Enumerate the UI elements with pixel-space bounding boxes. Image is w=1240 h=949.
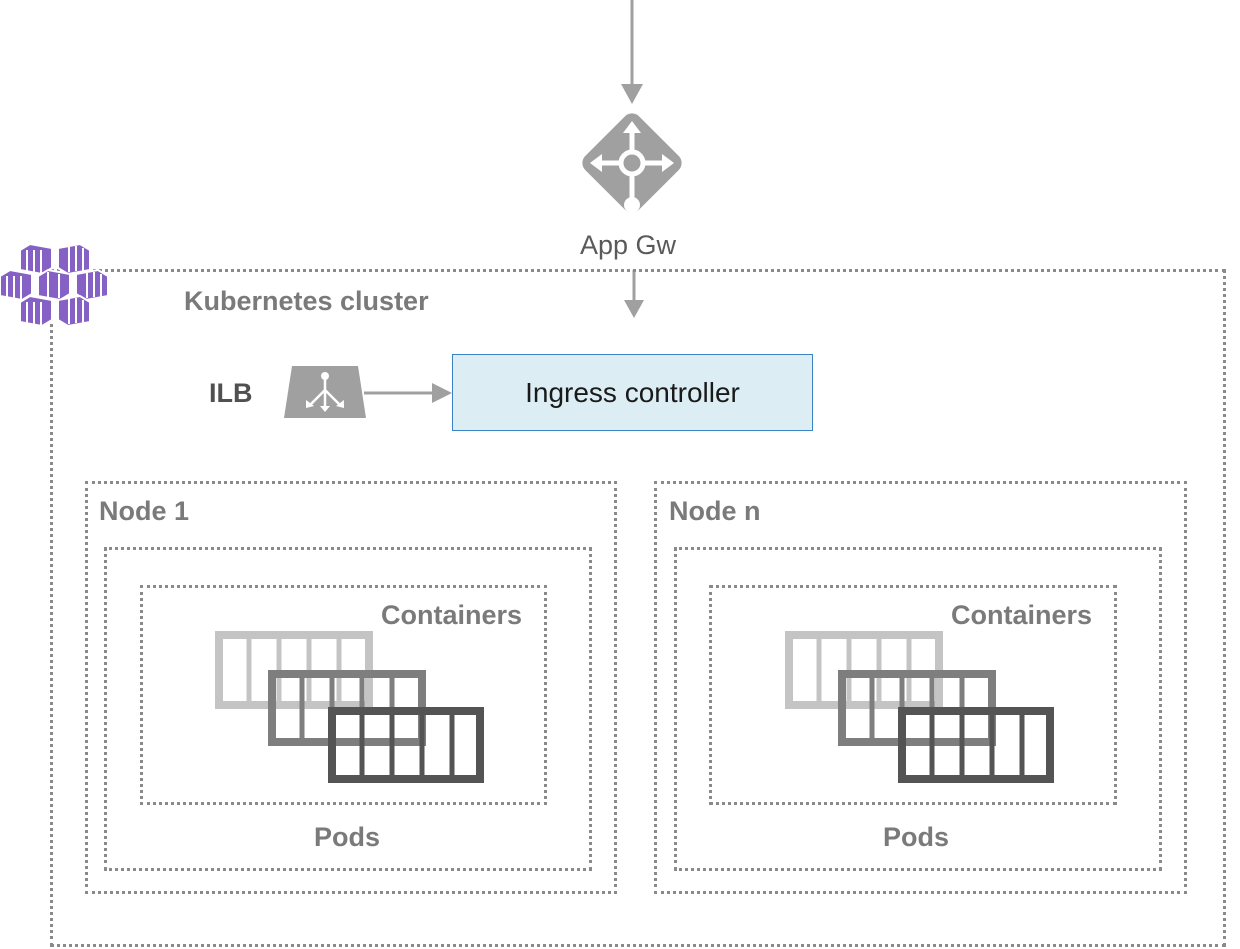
node-n-box bbox=[654, 481, 1187, 894]
node-1-pods-label: Pods bbox=[314, 822, 381, 852]
node-n-label: Node n bbox=[669, 496, 761, 526]
node-1-pods-box bbox=[104, 547, 592, 871]
node-1-containers-icon bbox=[215, 631, 484, 783]
node-1-containers-label: Containers bbox=[381, 600, 523, 630]
node-1-label: Node 1 bbox=[99, 496, 190, 526]
node-n-containers-icon bbox=[785, 631, 1054, 783]
load-balancer-icon bbox=[284, 366, 366, 418]
ingress-controller-label: Ingress controller bbox=[525, 376, 740, 408]
node-n-pods-label: Pods bbox=[883, 822, 950, 852]
node-n-pods-box bbox=[674, 547, 1162, 871]
node-1-box bbox=[85, 481, 617, 894]
ilb-label: ILB bbox=[209, 378, 253, 408]
node-n-containers-box bbox=[709, 585, 1117, 805]
cluster-label: Kubernetes cluster bbox=[184, 286, 429, 316]
kubernetes-cluster-boundary bbox=[50, 269, 1226, 947]
kubernetes-icon bbox=[0, 242, 109, 328]
ingress-controller: Ingress controller bbox=[452, 354, 813, 431]
node-n-containers-label: Containers bbox=[951, 600, 1093, 630]
node-1-containers-box bbox=[140, 585, 547, 805]
app-gateway-label: App Gw bbox=[580, 230, 677, 260]
